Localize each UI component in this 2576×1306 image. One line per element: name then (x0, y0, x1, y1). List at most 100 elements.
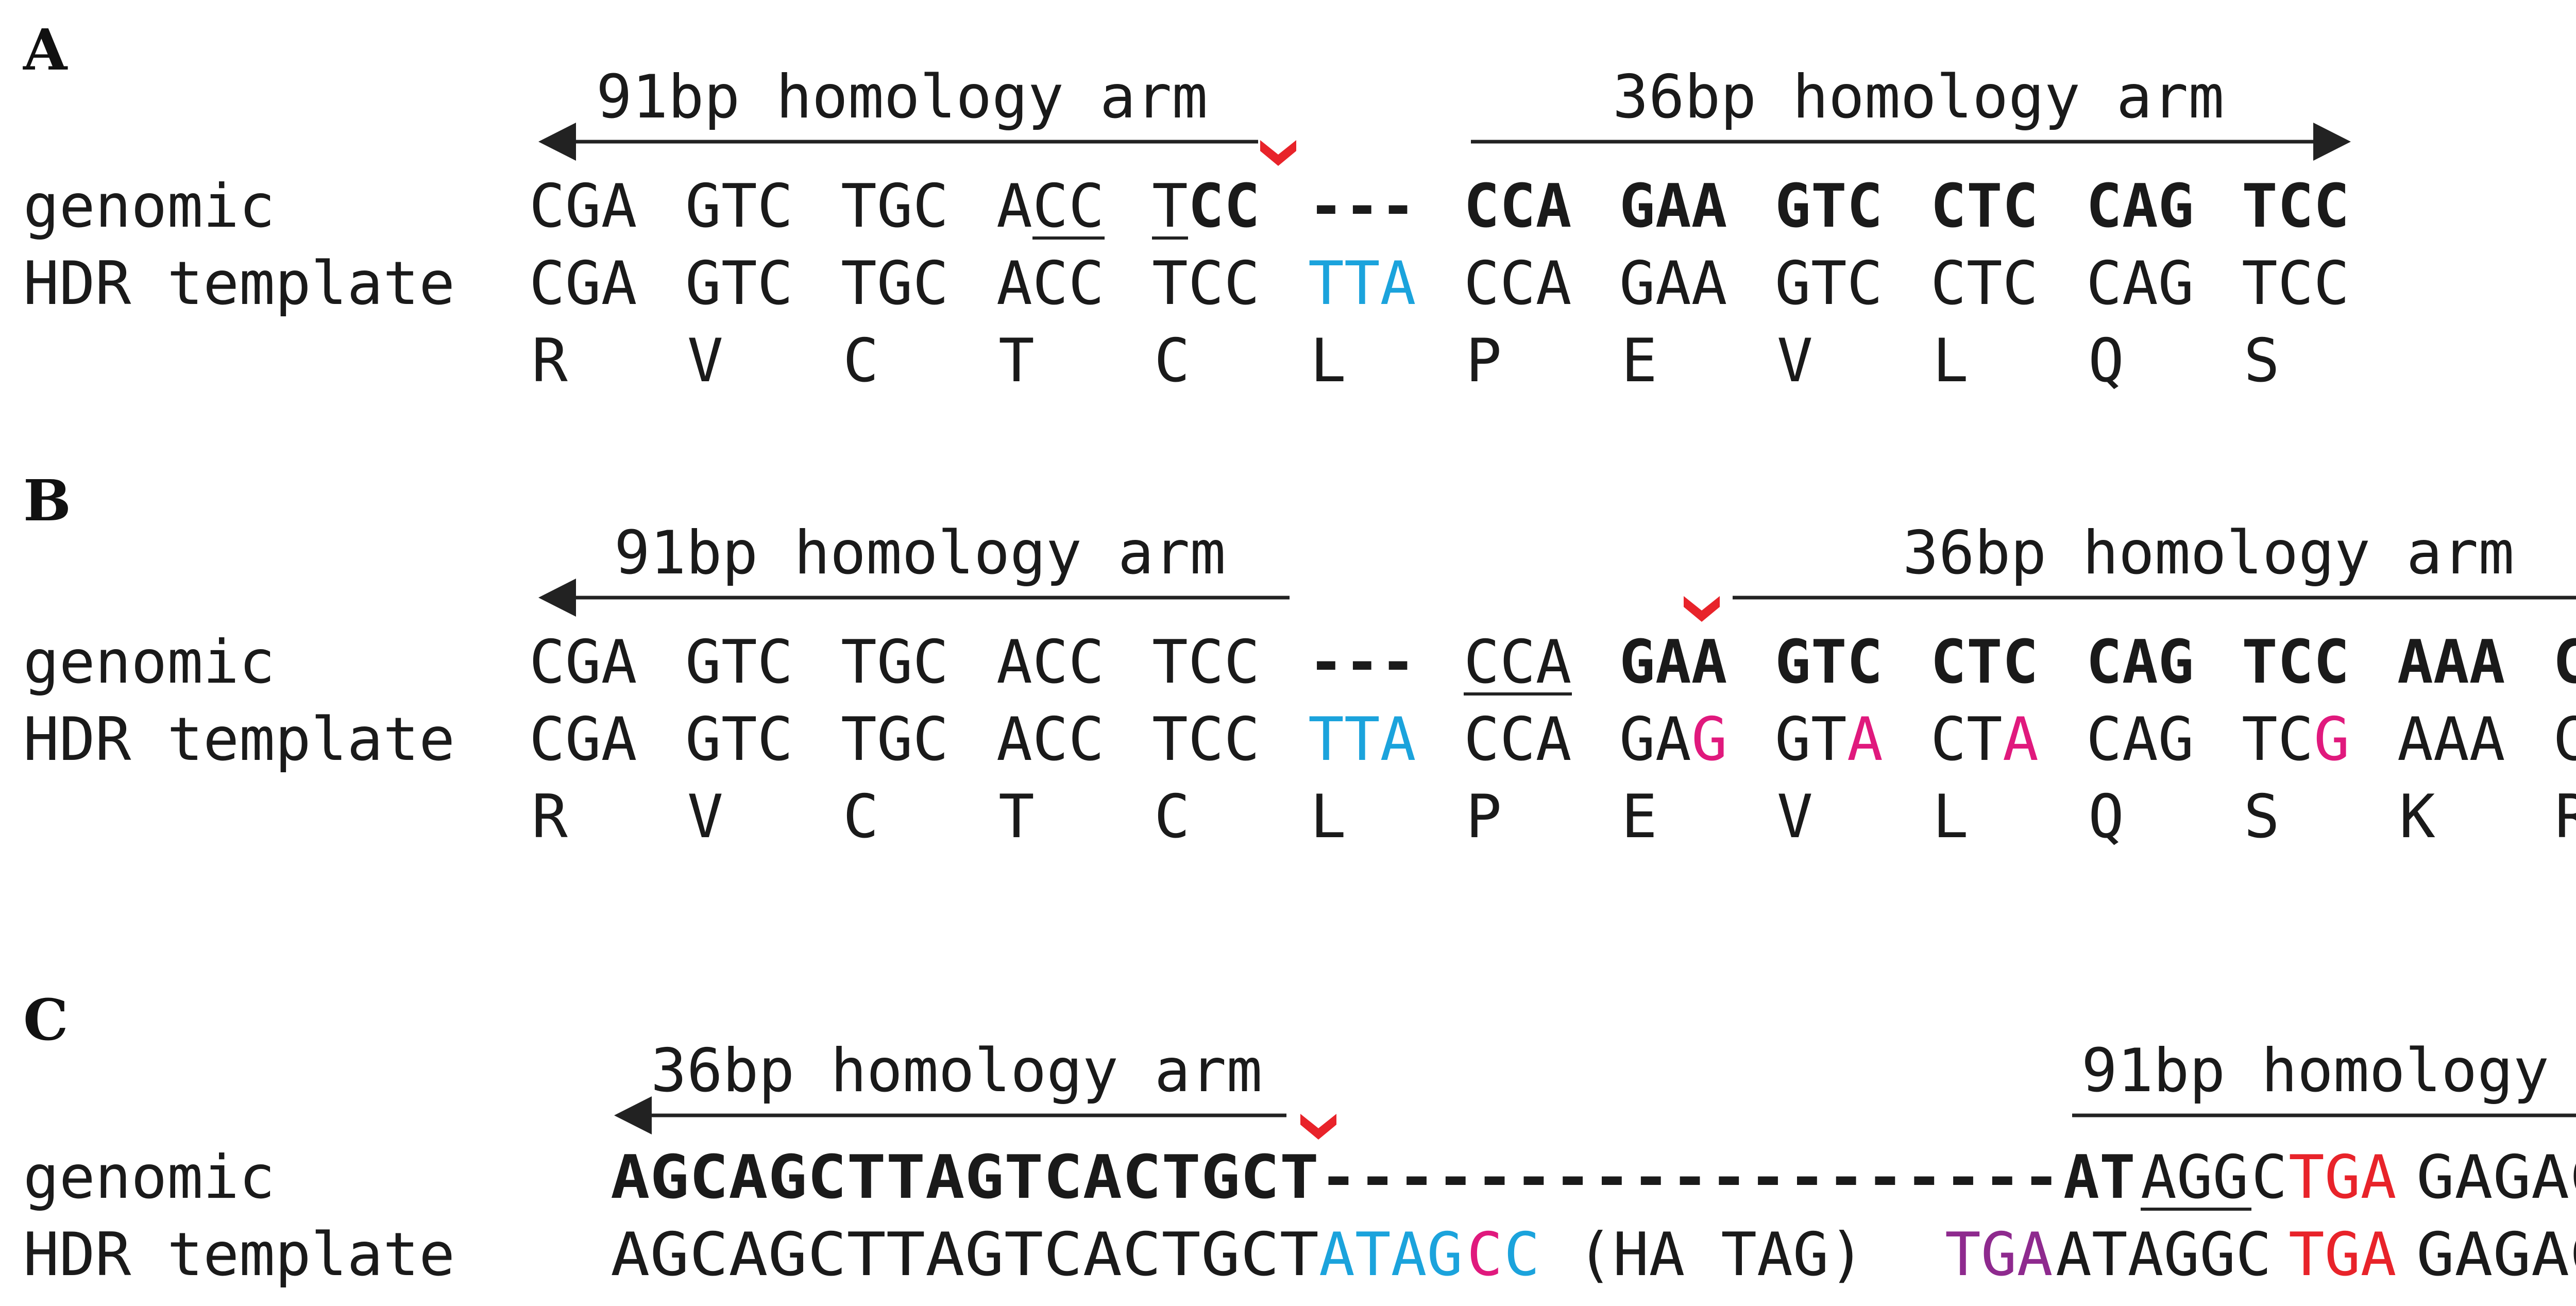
panel-a-hdr-codon: TCC (2242, 249, 2350, 318)
panel-c-pam-underlined: AGG (2141, 1143, 2249, 1212)
panel-b-amino-acid: L (1933, 782, 1969, 852)
panel-c-hdr-seq: ATAGGC (2056, 1220, 2272, 1290)
panel-a-gap: --- (1308, 172, 1416, 241)
panel-b-hdr-codon: TCC (1152, 705, 1260, 774)
panel-a-genomic-label: genomic (23, 172, 275, 241)
panel-b-hdr-codon: CGC (2553, 705, 2576, 774)
panel-a-right-arm-label: 36bp homology arm (1613, 62, 2224, 132)
panel-b-genomic-label: genomic (23, 627, 275, 697)
panel-a-amino-acid: S (2244, 326, 2280, 396)
panel-b-silent-mutation: A (2003, 705, 2039, 774)
panel-a-amino-acid: P (1466, 326, 1502, 396)
panel-b-hdr-codon: CCA (1464, 705, 1572, 774)
panel-b-hdr-codon: ACC (996, 705, 1105, 774)
panel-c-cut-site-icon (1300, 1114, 1336, 1140)
panel-c-right-arm-label: 91bp homology arm (2081, 1036, 2576, 1106)
panel-b-genomic-codon: GTC (685, 627, 793, 697)
panel-b-amino-acid: P (1466, 782, 1502, 852)
panel-c-genomic-seq: GAGACAC (2416, 1143, 2576, 1212)
panel-a-letter: A (23, 16, 68, 83)
panel-a-genomic-codon: CCA (1464, 172, 1572, 241)
panel-a-hdr-codon: GAA (1619, 249, 1727, 318)
panel-a-amino-acid: L (1933, 326, 1969, 396)
panel-b-amino-acid: Q (2088, 782, 2124, 852)
panel-a-amino-acid: C (843, 326, 879, 396)
panel-b-left-arm: 91bp homology arm (538, 518, 1290, 617)
panel-b-hdr-codon: GTC (685, 705, 793, 774)
panel-a-amino-acid: Q (2088, 326, 2124, 396)
panel-c-stop-codon: TGA (2289, 1143, 2397, 1212)
panel-b-genomic-codon: TGC (841, 627, 949, 697)
panel-b-genomic-codon: GTC (1775, 627, 1883, 697)
panel-b-hdr-codon: GT (1775, 705, 1847, 774)
panel-a-amino-acid: R (532, 326, 568, 396)
panel-b-genomic-codon: TCC (1152, 627, 1260, 697)
panel-a-hdr-codon: GTC (1775, 249, 1883, 318)
panel-b-genomic-codon: CAG (2086, 627, 2194, 697)
panel-a-genomic-codon: TCC (2242, 172, 2350, 241)
panel-a-amino-acid: V (1777, 326, 1813, 396)
panel-c-silent-mutation: C (1467, 1220, 1503, 1290)
panel-a-amino-acid: T (998, 326, 1035, 396)
panel-b-amino-acid: S (2244, 782, 2280, 852)
panel-b-right-arm-label: 36bp homology arm (1903, 518, 2514, 588)
panel-c-left-arm-label: 36bp homology arm (651, 1036, 1262, 1106)
panel-a: A 91bp homology arm 36bp homology arm ge… (23, 16, 2351, 396)
panel-b-amino-acid: C (1154, 782, 1190, 852)
panel-c-ha-tag: (HA TAG) (1541, 1220, 1901, 1290)
panel-a-pam-underlined: T (1152, 172, 1188, 241)
panel-a-genomic-codon: GTC (1775, 172, 1883, 241)
panel-a-genomic-codon: GAA (1619, 172, 1727, 241)
panel-a-amino-acid: C (1154, 326, 1190, 396)
panel-b-amino-acid: K (2399, 782, 2435, 852)
panel-c-stop-codon: TGA (2289, 1220, 2397, 1290)
panel-b-hdr-codon: CGA (529, 705, 637, 774)
panel-a-genomic-codon: CGA (529, 172, 637, 241)
panel-a-hdr-codon: CCA (1464, 249, 1572, 318)
panel-c-hdr-seq: GAGACAC (2416, 1220, 2576, 1290)
panel-b-genomic-codon: CGA (529, 627, 637, 697)
panel-a-pam-underlined: CC (1032, 172, 1105, 241)
panel-c-genomic-seq: AT (2063, 1143, 2136, 1212)
panel-a-left-arm-label: 91bp homology arm (596, 62, 1208, 132)
panel-a-amino-acid: L (1310, 326, 1346, 396)
panel-a-genomic-codon: CAG (2086, 172, 2194, 241)
panel-c-left-arm: 36bp homology arm (614, 1036, 1286, 1134)
panel-c-genomic-label: genomic (23, 1143, 275, 1212)
panel-b-amino-acid: R (2555, 782, 2576, 852)
panel-c-genomic-seq: C (2251, 1143, 2287, 1212)
panel-b-amino-acid: V (687, 782, 723, 852)
panel-a-hdr-codon: GTC (685, 249, 793, 318)
panel-b-hdr-codon: TGC (841, 705, 949, 774)
panel-b-silent-mutation: G (1691, 705, 1727, 774)
panel-a-genomic-codon: TGC (841, 172, 949, 241)
panel-a-hdr-codon: CGA (529, 249, 637, 318)
panel-b-silent-mutation: G (2314, 705, 2350, 774)
panel-a-amino-acid: V (687, 326, 723, 396)
panel-c-right-arm: 91bp homology arm (2072, 1036, 2576, 1117)
panel-b-hdr-codon: CAG (2086, 705, 2194, 774)
panel-a-inserted-codon: TTA (1308, 249, 1416, 318)
panel-b-genomic-codon: AAA (2397, 627, 2505, 697)
panel-a-hdr-codon: TGC (841, 249, 949, 318)
panel-b-silent-mutation: A (1847, 705, 1883, 774)
panel-b-letter: B (23, 467, 71, 534)
panel-b-amino-acid: E (1621, 782, 1657, 852)
panel-a-right-arm: 36bp homology arm (1471, 62, 2351, 161)
panel-b-amino-acid: L (1310, 782, 1346, 852)
panel-b-inserted-codon: TTA (1308, 705, 1416, 774)
panel-c-inserted-seq: ATAG (1319, 1220, 1463, 1290)
panel-a-hdr-codon: CTC (1930, 249, 2039, 318)
panel-a-genomic-codon: CC (1188, 172, 1260, 241)
panel-a-cut-site-icon (1260, 140, 1296, 166)
panel-a-hdr-codon: ACC (996, 249, 1105, 318)
panel-a-amino-acid: E (1621, 326, 1657, 396)
panel-a-genomic-codon: CTC (1930, 172, 2039, 241)
panel-c-genomic-arm-seq: AGCAGCTTAGTCACTGCT (611, 1143, 1319, 1212)
panel-b-hdr-codon: TC (2242, 705, 2314, 774)
panel-c-gap: ------------------- (1319, 1143, 2061, 1212)
panel-b-genomic-codon: ACC (996, 627, 1105, 697)
panel-c-letter: C (23, 987, 69, 1053)
panel-a-hdr-label: HDR template (23, 249, 455, 318)
